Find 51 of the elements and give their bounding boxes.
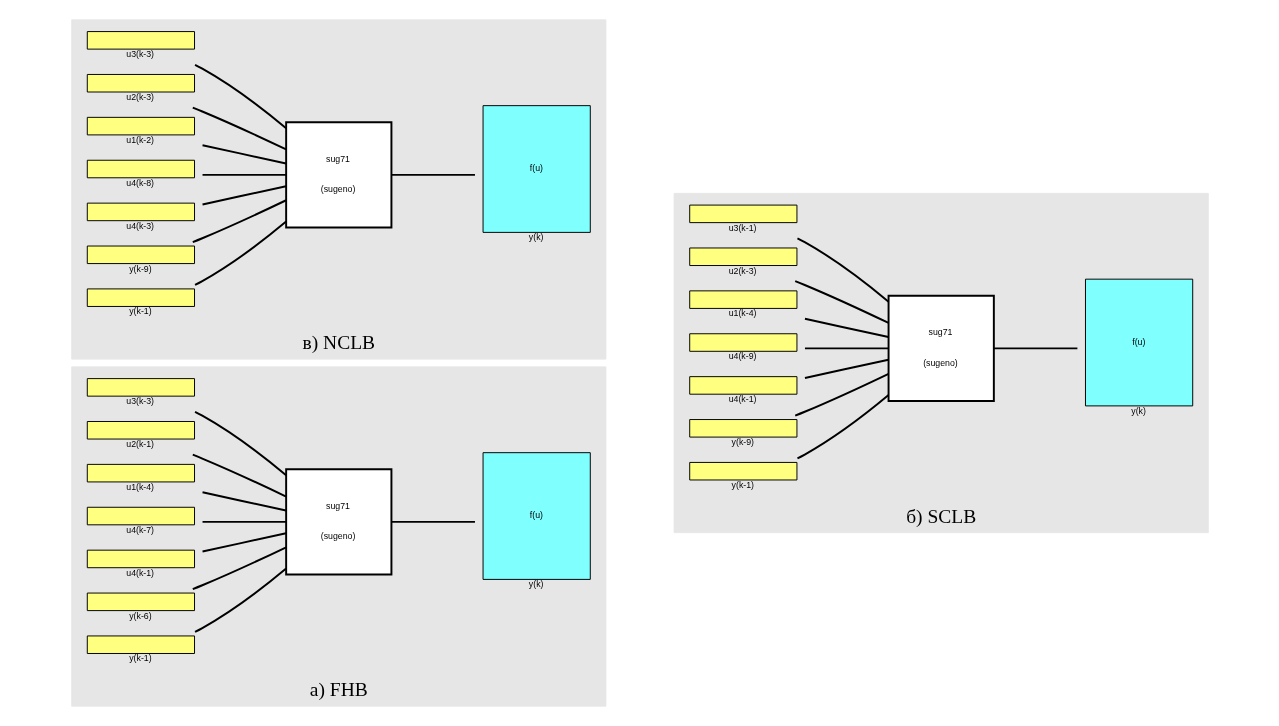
connector [193, 63, 287, 130]
connector [201, 532, 287, 553]
connector [803, 358, 889, 379]
connector [201, 173, 287, 176]
node-label: u2(k-3) [728, 265, 756, 276]
node-label: u4(k-7) [125, 524, 154, 535]
connector [201, 491, 287, 512]
connector [390, 520, 476, 523]
node-label: u1(k-4) [728, 308, 756, 319]
connector [390, 173, 476, 176]
connector [793, 280, 890, 324]
connector [191, 106, 287, 151]
node-label: u2(k-3) [125, 92, 154, 102]
node-label: y(k) [528, 579, 543, 590]
node-label: u3(k-3) [125, 49, 154, 60]
node-box: sug71 (sugeno) [284, 468, 392, 576]
connector [191, 453, 287, 498]
connector [796, 394, 890, 460]
node-label: y(k-9) [128, 263, 152, 274]
connector [803, 347, 889, 350]
connector [201, 520, 287, 523]
connector [793, 372, 890, 417]
connector [201, 144, 287, 165]
node-label: y(k) [528, 232, 543, 243]
node-label: u1(k-4) [125, 481, 154, 492]
node-label: y(k-1) [731, 479, 754, 490]
node-label: y(k-1) [128, 306, 152, 317]
node-label: u4(k-8) [125, 177, 154, 188]
node-label: u3(k-3) [125, 396, 154, 407]
node-label: u4(k-1) [125, 567, 154, 578]
node-label: u3(k-1) [728, 222, 756, 233]
node-label: y(k) [1130, 405, 1146, 416]
connector [803, 317, 889, 338]
connector [191, 199, 287, 244]
connector [796, 237, 890, 303]
node-label: u4(k-9) [728, 351, 756, 362]
node-label: u4(k-3) [125, 220, 154, 231]
node-label: y(k-9) [731, 437, 754, 448]
node-label: y(k-6) [128, 610, 152, 621]
node-label: u4(k-1) [728, 394, 756, 405]
node-label: u2(k-1) [125, 439, 154, 450]
node-box: sug71 (sugeno) [284, 121, 392, 229]
node-label: u1(k-2) [125, 134, 154, 145]
node-box: sug71 (sugeno) [887, 294, 995, 402]
connector [201, 185, 287, 206]
connector [193, 220, 287, 286]
node-label: y(k-1) [128, 653, 152, 664]
connector [191, 546, 287, 591]
connector [992, 347, 1078, 350]
connector [193, 567, 287, 633]
connector [193, 410, 287, 477]
